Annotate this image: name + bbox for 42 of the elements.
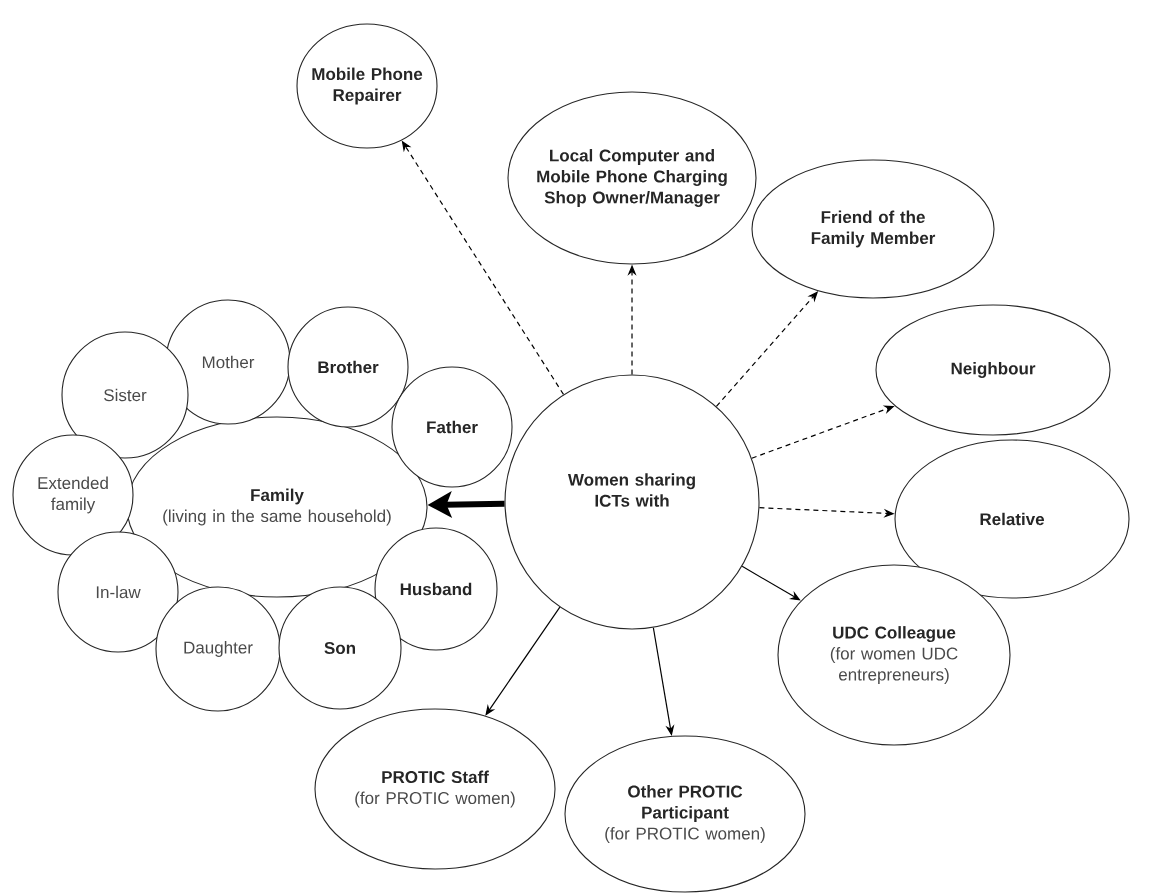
circle-node: [374, 527, 498, 651]
circle-node: [57, 531, 179, 653]
circle-node: [287, 306, 409, 428]
node-label: Mobile Phone Repairer: [312, 67, 423, 105]
node-label: (living in the same household): [163, 509, 391, 526]
node-label: Friend of the Family Member: [811, 210, 936, 248]
node-label: Father: [427, 420, 478, 434]
node-label: Other PROTIC Participant: [628, 785, 743, 822]
oval-node: [296, 23, 438, 149]
node-label: Local Computer and Mobile Phone Charging Shop Owner/Manager: [537, 149, 727, 207]
arrow: [741, 565, 801, 601]
arrow: [485, 606, 561, 716]
node-label: (for women UDC entrepreneurs): [830, 647, 958, 684]
node-label: PROTIC Staff: [382, 770, 489, 784]
circle-node: [504, 374, 760, 630]
circle-node: [165, 299, 291, 425]
node-label: In-law: [96, 585, 141, 599]
circle-node: [278, 586, 402, 710]
circle-node: [61, 331, 189, 459]
oval-node: [875, 304, 1111, 436]
node-label: Neighbour: [951, 362, 1036, 378]
circle-node: [391, 366, 513, 488]
node-label: Extended family: [38, 476, 108, 514]
node-label: Relative: [980, 512, 1045, 526]
oval-node: [777, 564, 1011, 746]
node-label: Son: [324, 641, 356, 655]
node-label: Brother: [318, 360, 379, 374]
node-label: Women sharing ICTs with: [567, 473, 695, 507]
node-label: Sister: [104, 388, 147, 402]
node-label: UDC Colleague: [833, 626, 956, 643]
circle-node: [155, 586, 281, 712]
oval-node: [751, 159, 995, 299]
circle-node: [12, 434, 134, 556]
node-label: (for PROTIC women): [605, 827, 765, 843]
node-label: Daughter: [184, 641, 253, 657]
oval-node: [564, 735, 806, 893]
node-label: Mother: [202, 355, 255, 369]
oval-node: [894, 439, 1130, 599]
oval-node: [507, 91, 757, 265]
node-label: Husband: [400, 582, 472, 596]
node-label: (for PROTIC women): [355, 791, 515, 808]
node-label: Family: [251, 488, 304, 505]
